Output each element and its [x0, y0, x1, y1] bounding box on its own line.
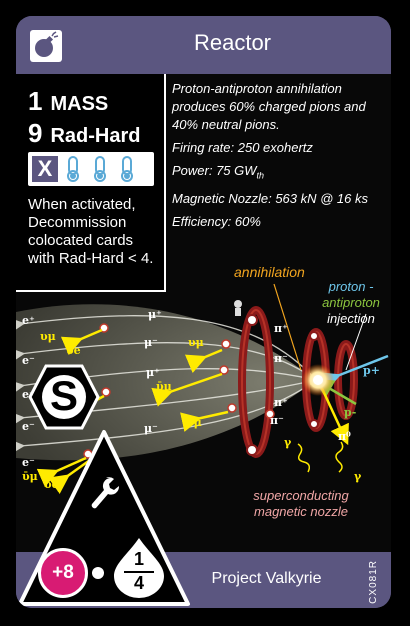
particle-label: π⁰ [338, 430, 351, 443]
particle-label: μ⁻ [144, 336, 158, 349]
fraction-denominator: 4 [133, 573, 144, 593]
fraction-numerator: 1 [133, 549, 144, 569]
particle-label: e⁻ [22, 420, 35, 433]
particle-label: υμ [188, 336, 204, 349]
particle-label: π⁺ [274, 396, 288, 409]
particle-label: μ⁺ [146, 366, 160, 379]
particle-label: ῡμ [156, 380, 172, 393]
thermometer-icons [67, 156, 133, 182]
fraction-bar [124, 571, 154, 573]
injection-label: proton - antiproton injection [322, 279, 380, 326]
cost-badge: +8 [38, 548, 88, 598]
project-name: Project Valkyrie [211, 570, 322, 587]
reactor-diagram [16, 283, 389, 494]
flavor-efficiency: Efficiency: 60% [172, 213, 261, 229]
fraction-drop-icon [114, 538, 164, 598]
particle-label: μ⁻ [144, 422, 158, 435]
particle-label: ῡμ [22, 470, 38, 483]
flavor-nozzle: Magnetic Nozzle: 563 kN @ 16 ks [172, 190, 369, 206]
gamma-ray [335, 441, 344, 473]
annihilation-label: annihilation [234, 264, 305, 280]
particle-label: υe [66, 344, 81, 357]
particle-label: γ [354, 470, 362, 483]
particle-label: e⁻ [22, 456, 35, 469]
flavor-text: Proton-antiproton annihilation produces … [172, 80, 386, 236]
particle-label: p+ [363, 364, 380, 377]
x-icon: X [32, 156, 58, 182]
ability-text: When activated, Decommission colocated c… [28, 196, 154, 267]
card-id: CX081R [368, 560, 379, 604]
astronaut-icon [234, 300, 242, 316]
particle-label: π⁻ [274, 352, 288, 365]
bomb-icon [30, 30, 62, 62]
particle-label: γ [284, 436, 292, 449]
particle-label: υe [44, 478, 59, 491]
icon-strip: X [28, 152, 154, 186]
flavor-firing-rate: Firing rate: 250 exohertz [172, 140, 313, 155]
particle-label: υμ [40, 330, 56, 343]
particle-label: p- [344, 406, 357, 419]
flavor-power: Power: 75 GWth [172, 163, 265, 181]
reactor-card[interactable]: Reactor [16, 16, 391, 608]
particle-label: e⁻ [22, 354, 35, 367]
support-letter: S [49, 372, 78, 419]
particle-label: π⁺ [274, 322, 288, 335]
particle-label: e⁺ [22, 314, 35, 327]
particle-label: μ⁺ [148, 308, 162, 321]
separator-dot [92, 567, 104, 579]
support-hexagon [28, 364, 100, 430]
proton-beam [319, 354, 389, 391]
nozzle-label: superconducting magnetic nozzle [253, 488, 349, 519]
card-title: Reactor [193, 30, 272, 55]
wrench-icon [91, 477, 120, 509]
particle-label: υμ [186, 416, 202, 429]
particle-label: π⁻ [270, 414, 284, 427]
title-bar: Reactor [16, 16, 391, 74]
gamma-ray [297, 443, 311, 473]
flavor-description: Proton-antiproton annihilation produces … [172, 81, 366, 132]
